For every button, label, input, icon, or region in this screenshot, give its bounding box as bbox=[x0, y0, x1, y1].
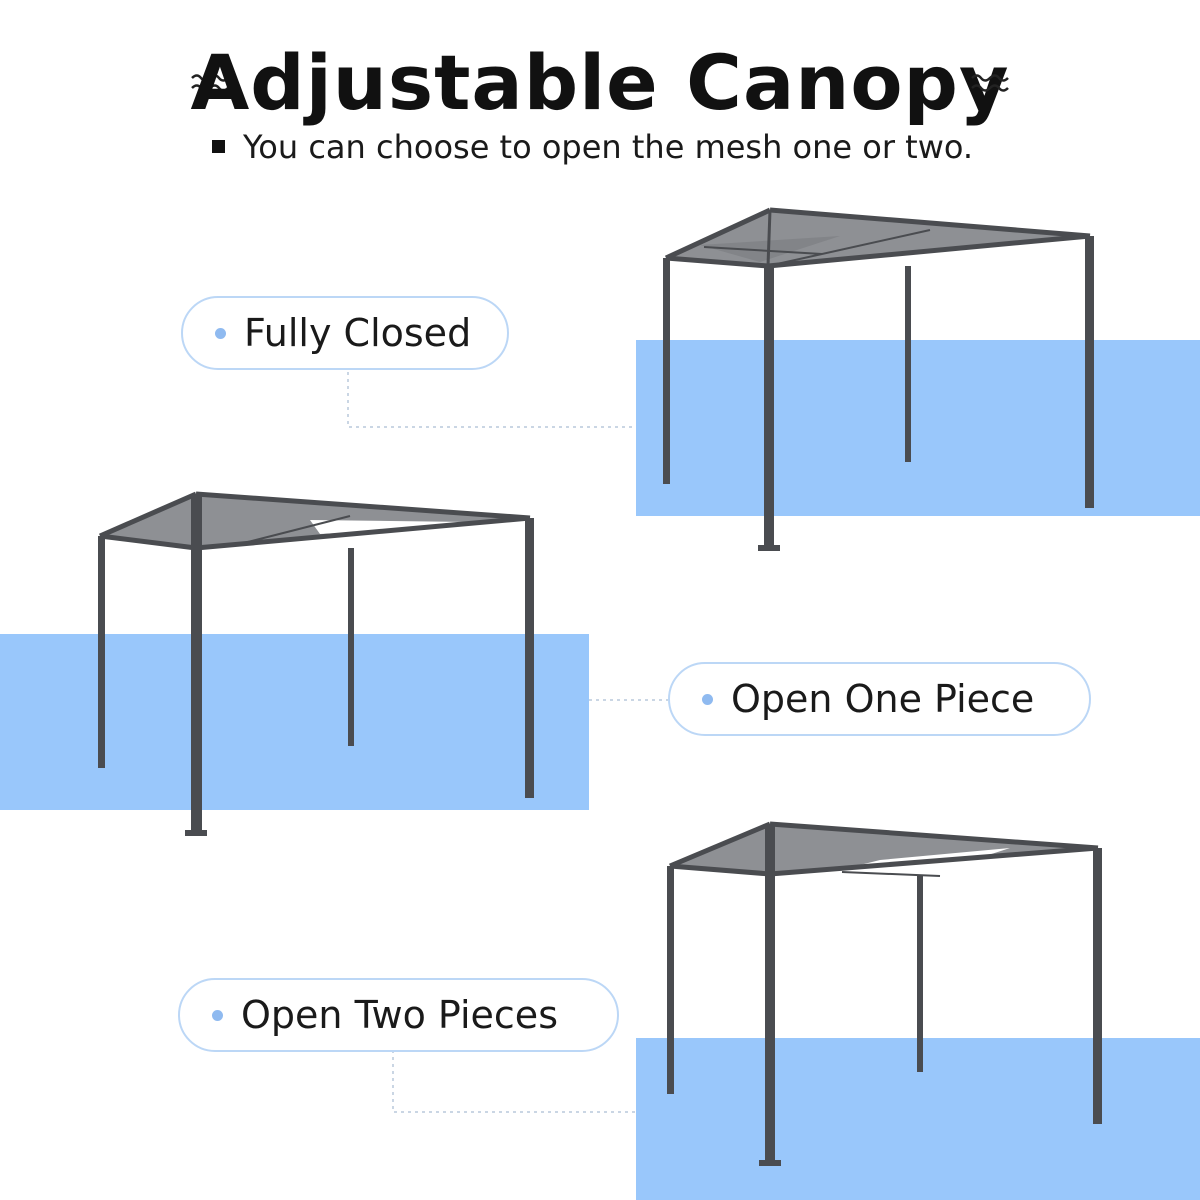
page-title: Adjustable Canopy bbox=[190, 38, 1010, 127]
gazebo-open-one bbox=[98, 491, 534, 836]
label-fully-closed: Fully Closed bbox=[181, 296, 509, 370]
label-fully-closed-text: Fully Closed bbox=[244, 311, 472, 355]
connector-fully-closed bbox=[347, 372, 636, 428]
gazebo-open-two bbox=[667, 821, 1102, 1166]
panel-fully-closed bbox=[636, 340, 1200, 516]
gazebo-fully-closed bbox=[663, 207, 1094, 551]
label-open-one-piece-text: Open One Piece bbox=[731, 677, 1035, 721]
bullet-square-icon bbox=[212, 139, 225, 153]
bullet-dot-icon bbox=[212, 1009, 223, 1021]
bullet-dot-icon bbox=[215, 327, 226, 339]
connector-open-two bbox=[392, 1050, 636, 1113]
subtitle-text: You can choose to open the mesh one or t… bbox=[243, 128, 974, 166]
wave-icon bbox=[971, 74, 1009, 92]
subtitle: You can choose to open the mesh one or t… bbox=[212, 128, 973, 166]
wave-icon bbox=[191, 74, 229, 92]
label-open-two-pieces-text: Open Two Pieces bbox=[241, 993, 558, 1037]
label-open-one-piece: Open One Piece bbox=[668, 662, 1091, 736]
label-open-two-pieces: Open Two Pieces bbox=[178, 978, 619, 1052]
bullet-dot-icon bbox=[702, 693, 713, 705]
